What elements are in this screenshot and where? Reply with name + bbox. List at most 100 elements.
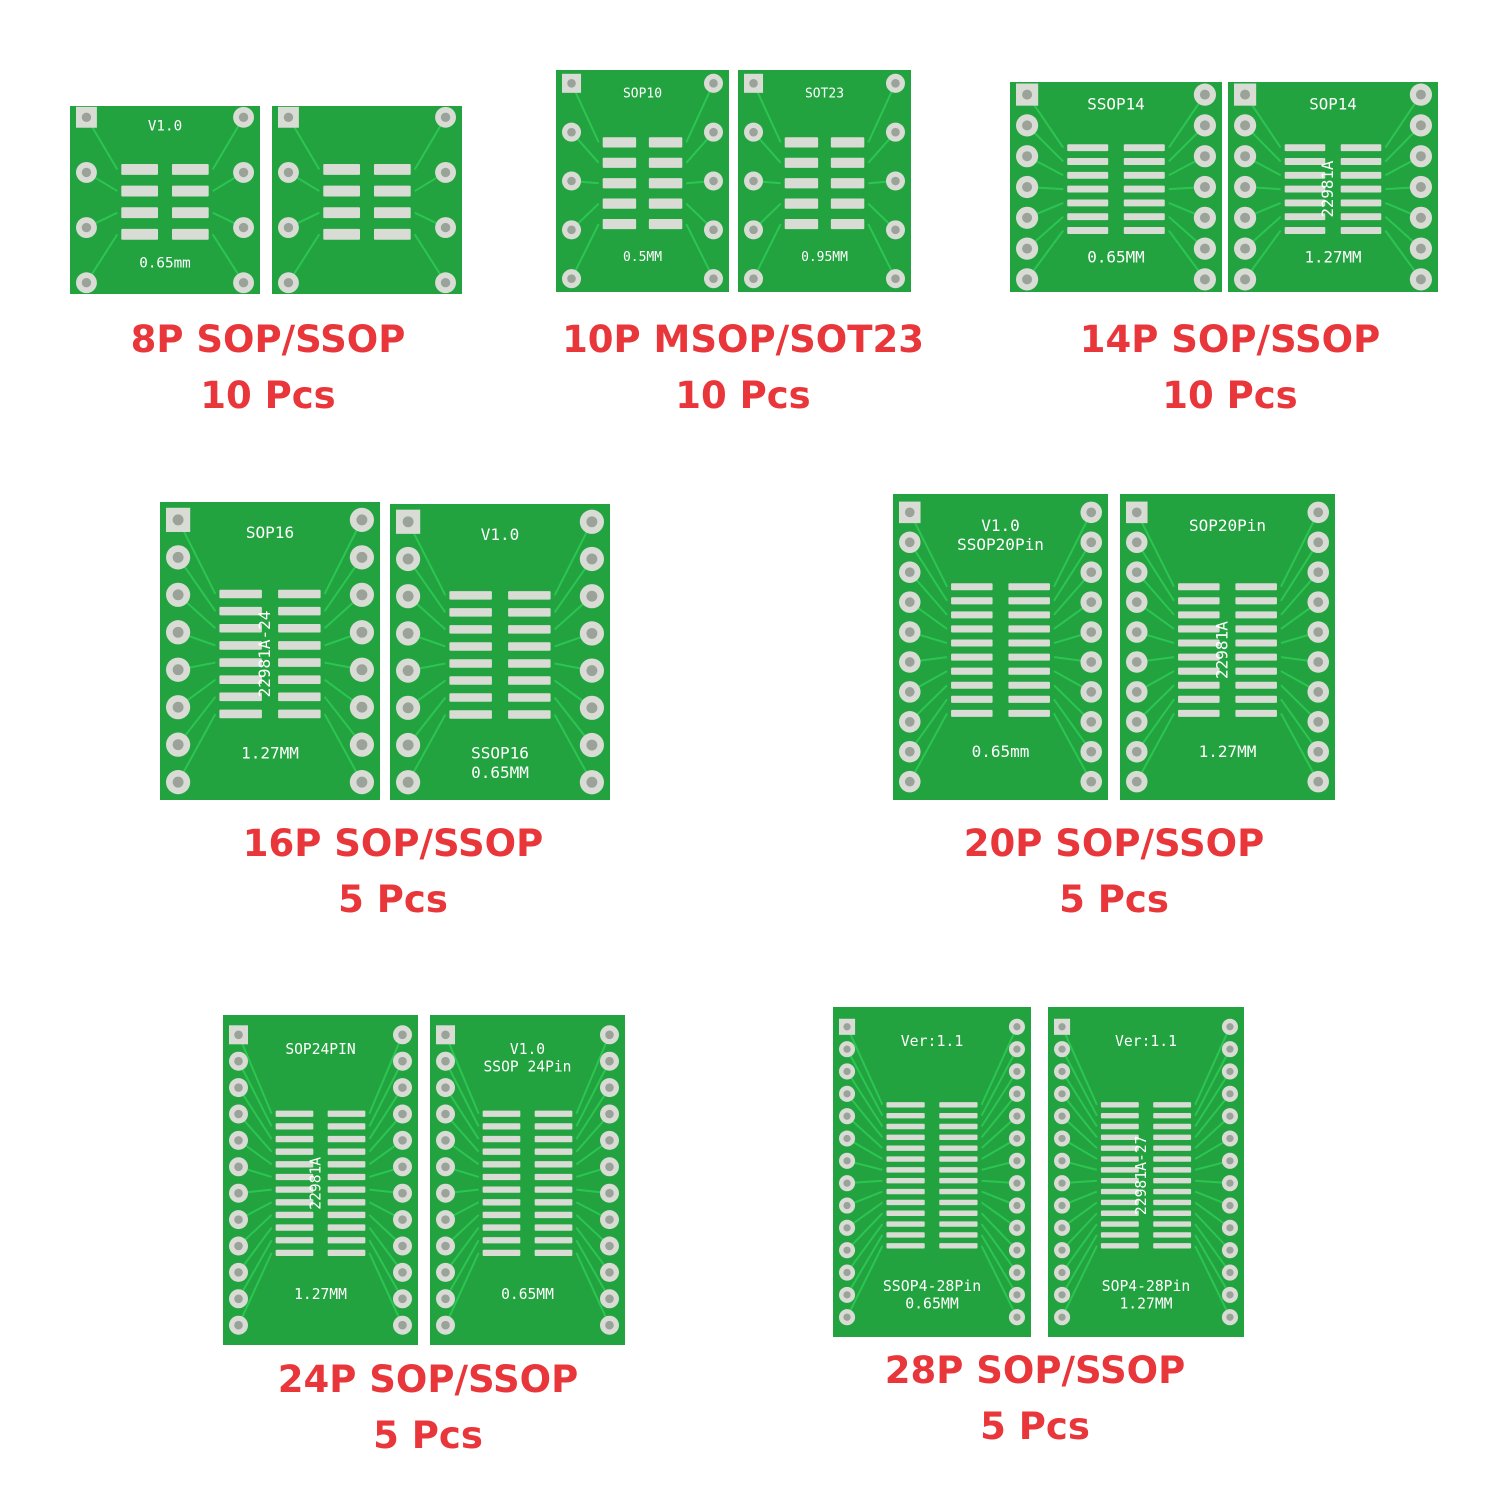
drill-hole [1415, 151, 1426, 162]
smd-pad [602, 198, 637, 209]
drill-hole [1313, 597, 1324, 607]
silkscreen-label: 22981A [308, 1157, 325, 1210]
smd-pad [939, 1243, 978, 1249]
trace [685, 223, 715, 280]
drill-hole [283, 112, 294, 122]
trace [1061, 1245, 1098, 1318]
smd-pad [939, 1199, 978, 1206]
smd-pad [939, 1232, 978, 1238]
smd-pad [951, 597, 993, 605]
smd-pad [602, 218, 637, 230]
drill-hole [356, 739, 368, 751]
pcb-substrate [556, 70, 729, 292]
smd-pad [534, 1199, 573, 1206]
smd-pad [121, 164, 159, 175]
silkscreen-label: SOP14 [1309, 94, 1356, 113]
trace [1061, 1093, 1098, 1138]
drill-hole [402, 702, 414, 714]
kit-title: 8P SOP/SSOP [130, 318, 406, 361]
smd-pad [534, 1237, 573, 1244]
drill-hole [440, 222, 451, 233]
smd-pad [278, 675, 321, 684]
drill-hole [1131, 657, 1142, 667]
caption-24p: 24P SOP/SSOP 5 Pcs [248, 1352, 608, 1464]
smd-pad [373, 164, 411, 175]
smd-pad [939, 1112, 978, 1119]
smd-pad [1008, 695, 1050, 703]
drill-hole [1013, 1291, 1021, 1299]
smd-pad [508, 642, 551, 651]
smd-pad [886, 1134, 925, 1141]
smd-pad [886, 1221, 925, 1227]
drill-hole [1086, 507, 1097, 518]
drill-hole [1240, 212, 1251, 223]
smd-pad [327, 1123, 366, 1130]
smd-pad [939, 1221, 978, 1227]
drill-hole [172, 551, 184, 563]
drill-hole [1086, 746, 1097, 757]
smd-pad [482, 1173, 521, 1181]
drill-hole [1013, 1112, 1021, 1120]
trace [846, 1026, 884, 1106]
trace [980, 1048, 1018, 1117]
drill-hole [1415, 120, 1426, 131]
trace [1061, 1234, 1098, 1296]
drill-hole [843, 1045, 851, 1053]
drill-hole [1058, 1291, 1066, 1299]
smd-pad [1153, 1232, 1192, 1238]
drill-hole [843, 1134, 851, 1143]
smd-pad [1284, 227, 1326, 234]
kit-title: 16P SOP/SSOP [242, 822, 544, 865]
smd-pad [327, 1186, 366, 1193]
smd-pad [323, 228, 361, 240]
smd-pad [1235, 583, 1277, 591]
drill-hole [356, 626, 368, 638]
drill-hole [586, 702, 598, 714]
drill-hole [1013, 1313, 1021, 1321]
trace [1061, 1070, 1098, 1128]
trace [444, 1239, 480, 1300]
smd-pad [327, 1249, 366, 1257]
smd-pad [886, 1145, 925, 1151]
trace [237, 1239, 273, 1300]
smd-pad [275, 1186, 314, 1193]
smd-pad [602, 137, 637, 148]
trace [846, 1070, 884, 1128]
drill-hole [1313, 746, 1324, 757]
smd-pad [1067, 144, 1109, 152]
drill-hole [1199, 212, 1210, 223]
trace [1135, 712, 1175, 783]
silkscreen-label: 1.27MM [1305, 248, 1362, 267]
drill-hole [1013, 1179, 1021, 1187]
trace [980, 1026, 1018, 1106]
trace [1053, 511, 1093, 588]
drill-hole [1199, 151, 1210, 162]
caption-8p: 8P SOP/SSOP 10 Pcs [88, 312, 448, 424]
smd-pad [508, 625, 551, 634]
trace [980, 1070, 1018, 1128]
smd-pad [1008, 681, 1050, 689]
drill-hole [283, 222, 294, 233]
drill-hole [1058, 1313, 1066, 1321]
drill-hole [843, 1179, 851, 1187]
trace [575, 1034, 611, 1115]
silkscreen-label: SSOP14 [1087, 94, 1144, 113]
trace [323, 519, 363, 595]
smd-pad [278, 692, 321, 702]
trace [980, 1245, 1018, 1318]
drill-hole [1013, 1134, 1021, 1143]
trace [846, 1212, 884, 1251]
drill-hole [891, 127, 900, 137]
drill-hole [234, 1083, 243, 1092]
smd-pad [323, 207, 361, 219]
drill-hole [904, 597, 915, 607]
smd-pad [951, 667, 993, 675]
drill-hole [1058, 1045, 1066, 1053]
drill-hole [709, 79, 718, 88]
drill-hole [586, 590, 598, 602]
